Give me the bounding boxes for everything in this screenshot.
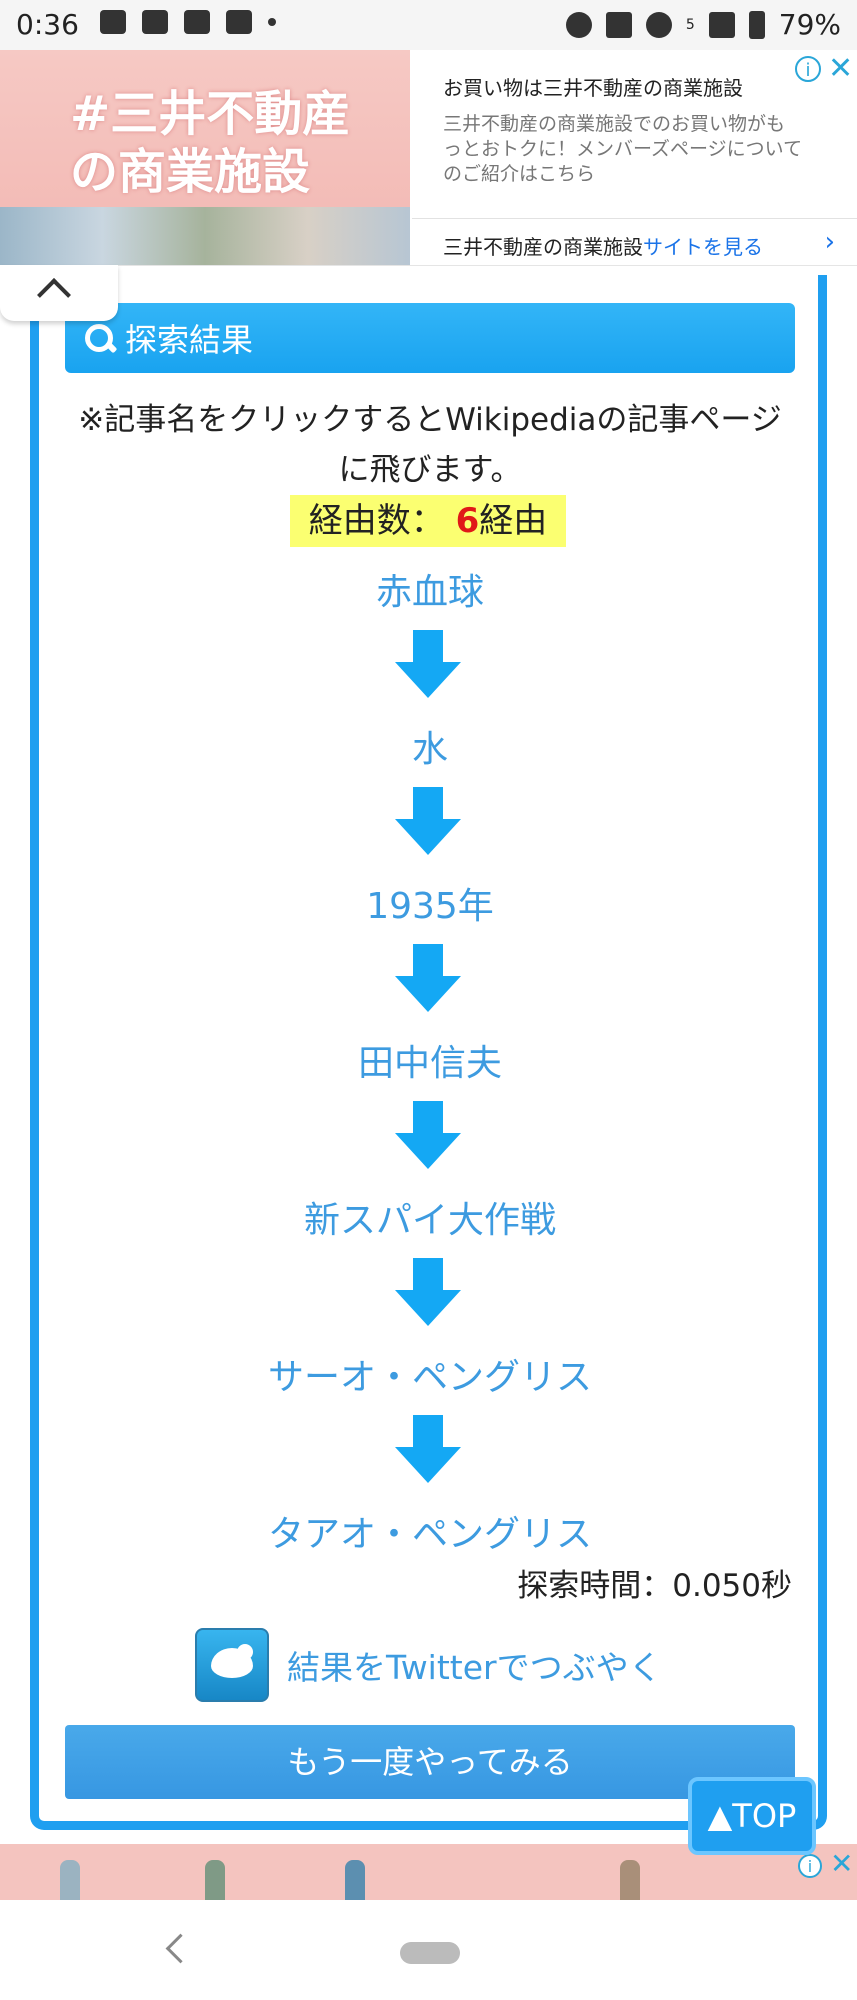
ad-close-icon[interactable]: ✕ [828, 51, 854, 86]
chevron-up-icon [37, 278, 71, 312]
down-arrow-icon [395, 1101, 461, 1171]
ad-figure [60, 1860, 80, 1900]
result-header: 探索結果 [65, 303, 795, 373]
status-time: 0:36 [16, 8, 79, 41]
ad-title[interactable]: お買い物は三井不動産の商業施設 [443, 76, 743, 100]
wifi-icon [645, 11, 672, 38]
app-icon [184, 10, 210, 34]
ad-site-link[interactable]: サイトを見る [643, 235, 763, 259]
network-badge: 5 [685, 16, 695, 33]
ad-image-photos [0, 207, 410, 265]
wikipedia-note: ※記事名をクリックするとWikipediaの記事ページに飛びます。 [78, 402, 782, 488]
more-dot-icon [268, 18, 276, 26]
twitter-icon[interactable] [195, 1628, 269, 1702]
tweet-link[interactable]: 結果をTwitterでつぶやく [195, 1628, 662, 1702]
via-suffix: 経由 [479, 501, 548, 541]
search-icon [85, 324, 118, 354]
chevron-right-icon[interactable]: › [824, 227, 835, 257]
via-count-box: 経由数： 6経由 [290, 495, 566, 547]
via-count: 6 [455, 501, 480, 541]
battery-percent: 79% [778, 8, 841, 41]
search-time: 探索時間：0.050秒 [517, 1568, 792, 1604]
down-arrow-icon [395, 944, 461, 1014]
dmenu-icon [226, 10, 252, 34]
home-pill[interactable] [400, 1942, 460, 1964]
tv-icon [100, 10, 126, 34]
path-node-1[interactable]: 赤血球 [375, 572, 484, 613]
down-arrow-icon [395, 1258, 461, 1328]
retry-button[interactable]: もう一度やってみる [65, 1725, 795, 1799]
system-nav-bar [0, 1900, 857, 2000]
ad-image-text: #三井不動産の商業施設 [70, 86, 351, 200]
path-node-5[interactable]: 新スパイ大作戦 [303, 1200, 556, 1241]
vibrate-icon [605, 11, 632, 38]
ad-info-icon[interactable]: i [795, 56, 821, 82]
path-node-3[interactable]: 1935年 [366, 886, 494, 927]
ad-banner-top[interactable]: #三井不動産の商業施設 i ✕ お買い物は三井不動産の商業施設 三井不動産の商業… [0, 50, 857, 266]
collapse-ad-button[interactable] [0, 265, 118, 321]
ad-info-icon[interactable]: i [798, 1854, 822, 1878]
tv-icon-2 [142, 10, 168, 34]
down-arrow-icon [395, 1415, 461, 1485]
ad-figure [620, 1860, 640, 1900]
via-label: 経由数： [308, 501, 445, 541]
ad-footer[interactable]: 三井不動産の商業施設サイトを見る › [412, 218, 857, 265]
ad-footer-text[interactable]: 三井不動産の商業施設サイトを見る [443, 231, 763, 260]
path-node-2[interactable]: 水 [411, 729, 448, 770]
notification-icons [100, 10, 276, 34]
battery-icon [748, 10, 765, 39]
ad-figure [205, 1860, 225, 1900]
tweet-text[interactable]: 結果をTwitterでつぶやく [287, 1648, 662, 1687]
back-icon[interactable] [165, 1933, 196, 1964]
status-bar: 0:36 5 79% [0, 0, 857, 50]
ad-image[interactable]: #三井不動産の商業施設 [0, 50, 410, 265]
alarm-icon [565, 11, 592, 38]
ad-figure [345, 1860, 365, 1900]
path-node-6[interactable]: サーオ・ペングリス [267, 1357, 592, 1398]
path-node-7[interactable]: タアオ・ペングリス [267, 1514, 592, 1555]
signal-icon [708, 11, 735, 38]
ad-footer-label: 三井不動産の商業施設 [443, 235, 643, 259]
back-to-top-button[interactable]: ▲TOP [688, 1777, 816, 1855]
path-node-4[interactable]: 田中信夫 [357, 1043, 502, 1084]
ad-close-icon[interactable]: ✕ [830, 1847, 854, 1880]
result-header-title: 探索結果 [125, 321, 254, 359]
system-icons: 5 79% [565, 8, 841, 41]
down-arrow-icon [395, 630, 461, 700]
down-arrow-icon [395, 787, 461, 857]
ad-description[interactable]: 三井不動産の商業施設でのお買い物がもっとおトクに！メンバーズページについてのご紹… [443, 113, 803, 185]
